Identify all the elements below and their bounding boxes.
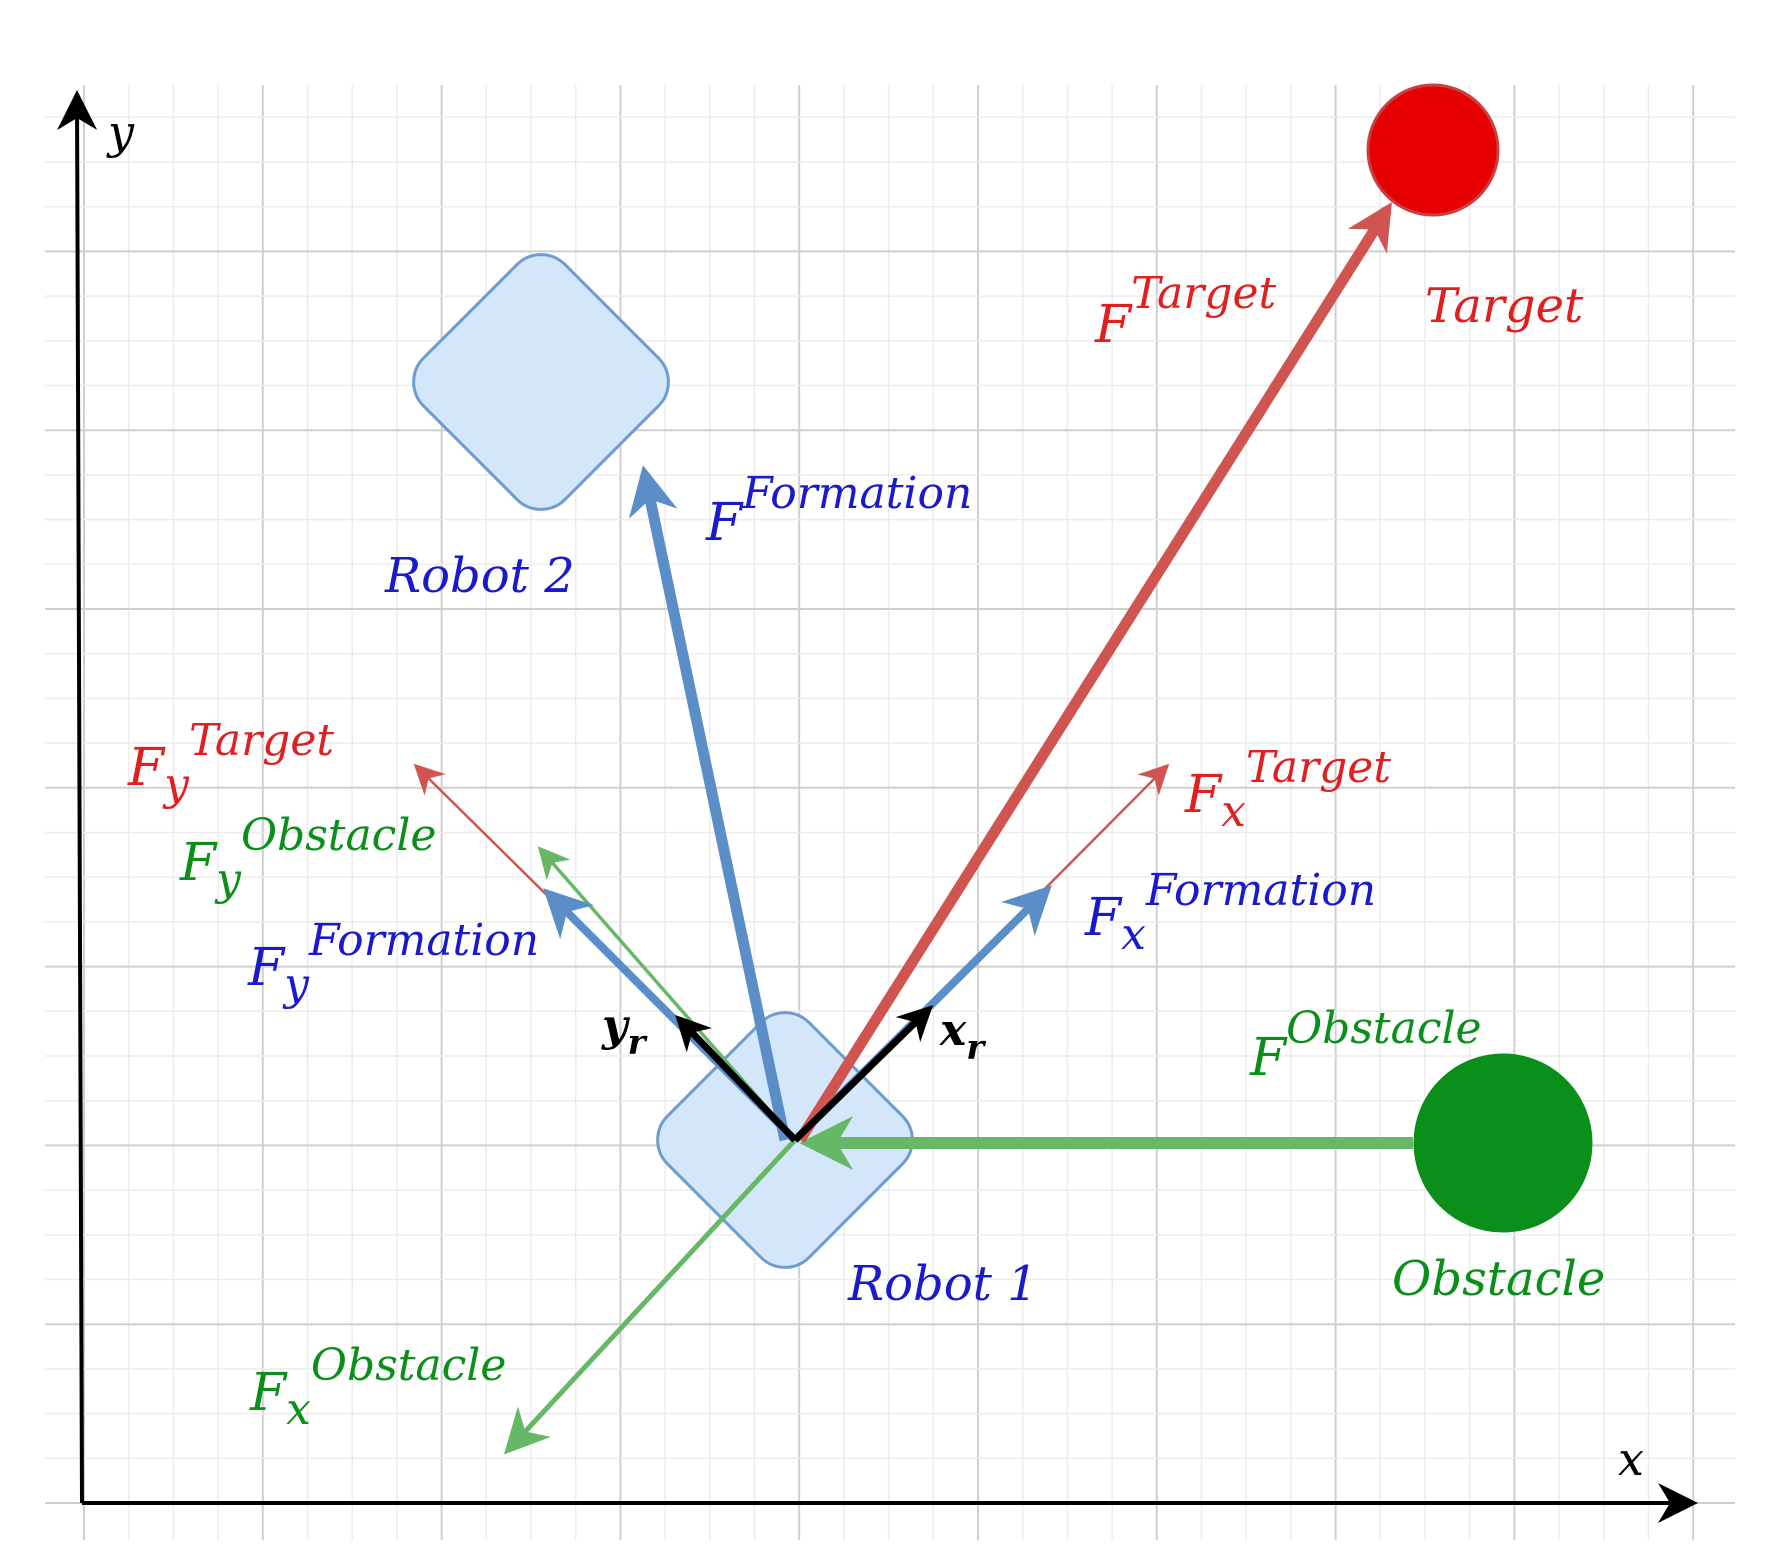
xr-frame-label: xr xyxy=(939,1005,986,1068)
y-axis xyxy=(57,90,98,1504)
obstacle-marker xyxy=(1413,1053,1593,1233)
robot-2-shape xyxy=(412,253,670,511)
f-formation-label: FFormation xyxy=(705,468,972,553)
y-axis-label: y xyxy=(106,105,135,159)
robot-1-label: Robot 1 xyxy=(847,1256,1038,1312)
target-label: Target xyxy=(1425,278,1584,334)
fx-formation-label: FxFormation xyxy=(1084,865,1376,960)
yr-frame-arrow xyxy=(675,1014,798,1143)
fx-obstacle-arrow xyxy=(503,1138,797,1455)
robot-2-label: Robot 2 xyxy=(384,548,575,604)
f-obstacle-label: FObstacle xyxy=(1249,1003,1482,1088)
xr-frame-arrow xyxy=(792,1005,934,1143)
fy-formation-label: FyFormation xyxy=(247,915,539,1010)
f-target-label: FTarget xyxy=(1094,268,1276,355)
x-axis-label: x xyxy=(1618,1432,1644,1486)
obstacle-label: Obstacle xyxy=(1392,1251,1605,1307)
fy-target-label: FyTarget xyxy=(127,715,334,810)
target-marker xyxy=(1366,83,1500,217)
f-formation-arrow xyxy=(628,465,791,1142)
f-target-arrow xyxy=(795,202,1392,1143)
fx-target-label: FxTarget xyxy=(1184,742,1391,837)
fx-obstacle-label: FxObstacle xyxy=(249,1340,506,1435)
fy-obstacle-label: FyObstacle xyxy=(179,810,436,905)
yr-frame-label: yr xyxy=(601,1000,648,1063)
